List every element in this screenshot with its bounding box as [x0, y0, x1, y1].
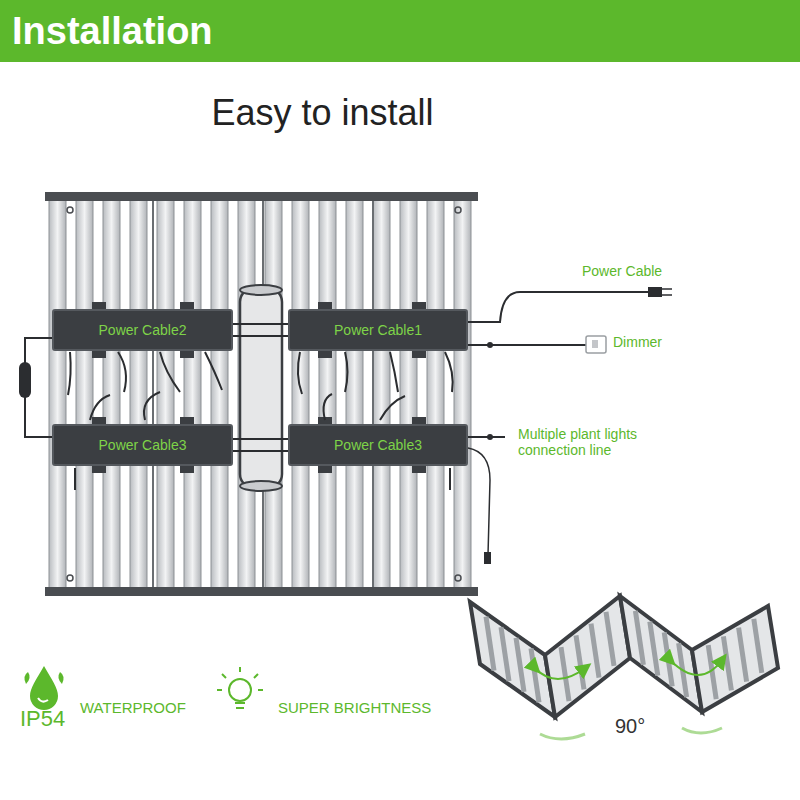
brightness-icon — [217, 667, 263, 708]
bar-wires — [68, 352, 453, 490]
driver-label: Power Cable1 — [334, 322, 422, 338]
light-bars — [45, 200, 478, 588]
callout-label: Multiple plant lights connection line — [518, 426, 688, 458]
driver-box: Power Cable1 — [288, 309, 468, 351]
fold-arrows — [535, 660, 722, 739]
bottom-rail — [45, 587, 478, 596]
connection-line — [468, 436, 505, 438]
driver-box: Power Cable2 — [52, 309, 233, 351]
callout-label: Dimmer — [613, 334, 662, 350]
feature-label: SUPER BRIGHTNESS — [278, 699, 431, 716]
rating-label: IP54 — [20, 706, 65, 732]
page-title: Installation — [12, 10, 213, 52]
dimmer-cable — [468, 344, 586, 346]
feature-label: WATERPROOF — [80, 699, 186, 716]
waterproof-icon — [24, 666, 63, 710]
callout-label: Power Cable — [582, 263, 662, 279]
angle-label: 90° — [615, 715, 645, 738]
dimmer-switch — [586, 336, 606, 353]
connector-tube — [240, 285, 282, 491]
wire-connector — [233, 439, 288, 451]
driver-box: Power Cable3 — [52, 424, 233, 466]
driver-label: Power Cable3 — [334, 437, 422, 453]
power-cable — [468, 292, 648, 322]
folded-light-illustration — [470, 596, 778, 717]
driver-box: Power Cable3 — [288, 424, 468, 466]
subtitle: Easy to install — [80, 92, 565, 134]
driver-label: Power Cable2 — [99, 322, 187, 338]
wire-connector — [233, 324, 288, 336]
module-dividers — [153, 200, 373, 588]
top-rail — [45, 192, 478, 201]
wire-connector — [25, 338, 52, 437]
driver-label: Power Cable3 — [99, 437, 187, 453]
